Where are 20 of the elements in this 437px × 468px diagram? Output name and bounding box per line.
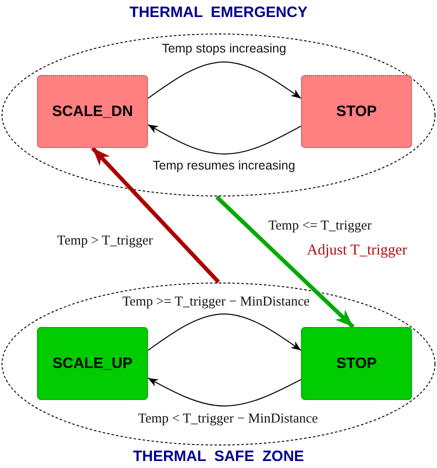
edge-label: Temp <= T_trigger bbox=[266, 218, 374, 232]
state-box: SCALE_UP bbox=[37, 327, 148, 400]
region-heading: THERMAL SAFE ZONE bbox=[132, 448, 306, 466]
curved-arrow bbox=[148, 314, 302, 351]
transition-arrow bbox=[215, 196, 355, 328]
curved-arrow bbox=[148, 62, 302, 99]
edge-label: Temp stops increasing bbox=[160, 42, 288, 56]
edge-label: Temp < T_trigger − MinDistance bbox=[136, 410, 320, 426]
edge-label: Temp resumes increasing bbox=[150, 158, 298, 174]
curved-arrow bbox=[148, 124, 302, 154]
state-box: STOP bbox=[301, 327, 412, 400]
edge-label: Temp > T_trigger bbox=[55, 232, 155, 248]
state-box: STOP bbox=[301, 75, 412, 148]
state-box: SCALE_DN bbox=[37, 75, 148, 148]
region-heading: THERMAL EMERGENCY bbox=[128, 4, 308, 22]
curved-arrow bbox=[148, 378, 302, 406]
state-region bbox=[1, 4, 436, 197]
note-text: Adjust T_trigger bbox=[304, 244, 410, 258]
edge-label: Temp >= T_trigger − MinDistance bbox=[120, 294, 312, 308]
transition-arrow bbox=[91, 146, 220, 284]
